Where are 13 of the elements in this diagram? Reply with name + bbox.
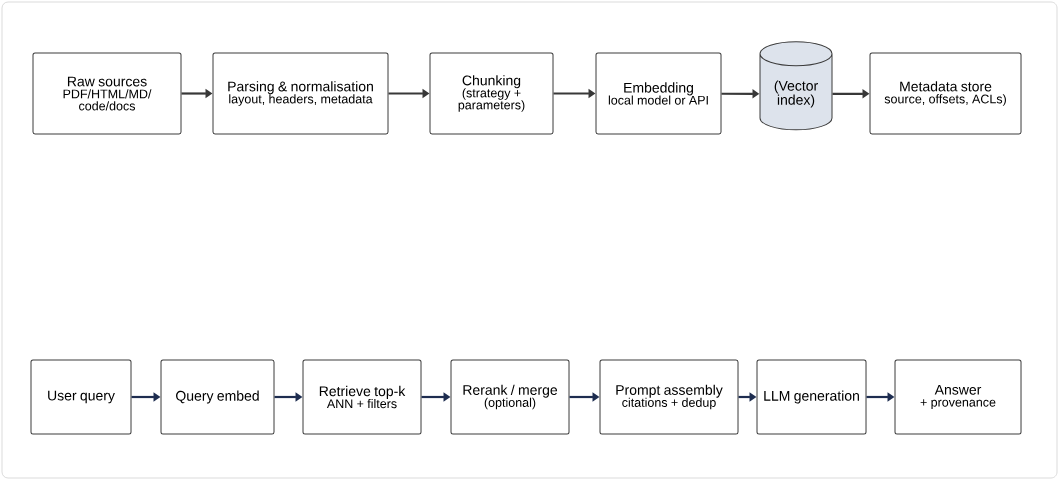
process-box: Chunking (strategy + parameters) [429,52,554,135]
cylinder-node: (Vector index) [759,41,833,131]
process-box: Parsing & normalisation layout, headers, metadata [212,52,389,135]
process-box: Embedding local model or API [595,52,722,135]
process-box: User query [30,359,132,435]
process-box: Raw sources PDF/HTML/MD/ code/docs [32,52,182,135]
process-box: Answer + provenance [894,359,1022,435]
process-box: Rerank / merge (optional) [450,359,570,435]
process-box: Prompt assembly citations + dedup [599,359,739,435]
process-box: LLM generation [756,359,867,435]
process-box: Query embed [160,359,275,435]
process-box: Metadata store source, offsets, ACLs) [869,52,1022,135]
process-box: Retrieve top-k ANN + filters [302,359,422,435]
